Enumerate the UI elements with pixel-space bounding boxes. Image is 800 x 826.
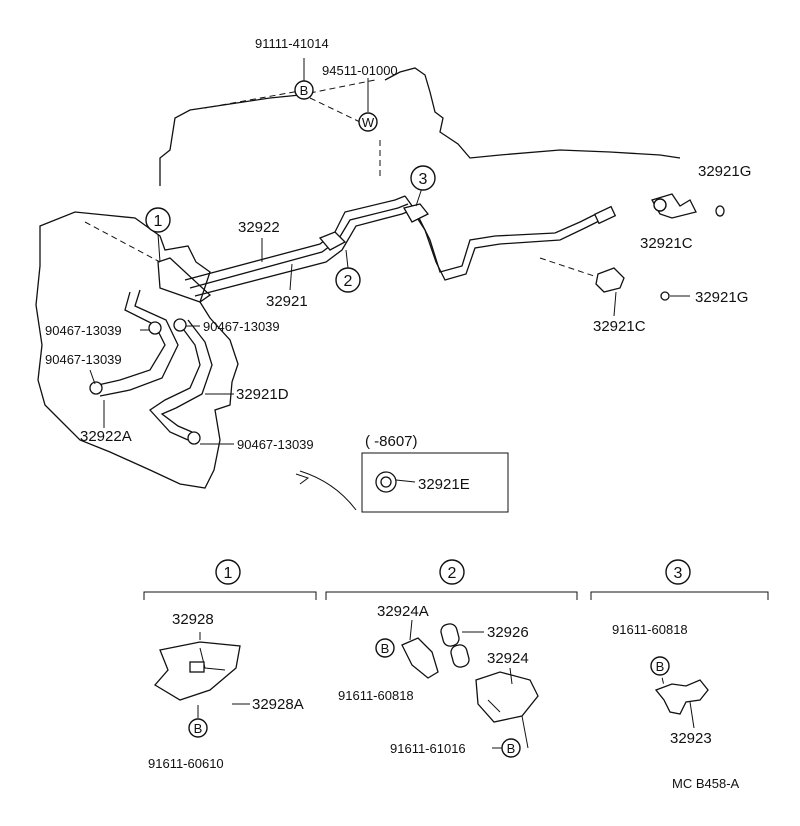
svg-text:2: 2	[344, 273, 353, 290]
callout-3: 3	[410, 165, 436, 191]
leader-lines	[84, 78, 607, 511]
callout-2: 2	[335, 267, 361, 293]
label-91111-41014: 91111-41014	[255, 36, 329, 51]
clamp-3	[403, 187, 430, 223]
svg-text:3: 3	[674, 565, 683, 582]
fitting-32921C-upper	[651, 193, 697, 219]
clamp-1	[157, 233, 161, 263]
svg-text:B: B	[300, 83, 309, 98]
hoses	[89, 257, 213, 445]
svg-text:1: 1	[224, 565, 233, 582]
label-32921E: 32921E	[418, 476, 470, 493]
label-91611-60610: 91611-60610	[148, 756, 224, 771]
washers	[660, 205, 725, 301]
label-32921D: 32921D	[236, 386, 289, 403]
svg-text:B: B	[656, 659, 665, 674]
callout-1: 1	[145, 207, 171, 233]
section-brackets	[143, 591, 769, 600]
svg-text:1: 1	[154, 213, 163, 230]
part-labels: 91111-41014 94511-01000 32922 32921 3292…	[45, 36, 751, 791]
section-callout-1: 1	[215, 559, 241, 585]
bracket-32924A	[401, 619, 439, 679]
svg-text:2: 2	[448, 565, 457, 582]
label-32923: 32923	[670, 730, 712, 747]
label-90467-13039-c: 90467-13039	[45, 352, 122, 367]
bracket-32928	[154, 632, 250, 718]
label-91611-61016: 91611-61016	[390, 741, 466, 756]
bolt-symbol-s2a: B	[375, 638, 395, 658]
clamp-32923	[654, 667, 709, 729]
svg-text:3: 3	[419, 171, 428, 188]
clamp-2	[318, 231, 349, 269]
label-90467-13039-d: 90467-13039	[237, 437, 314, 452]
svg-text:B: B	[507, 741, 516, 756]
section-callout-2: 2	[439, 559, 465, 585]
svg-text:W: W	[362, 115, 375, 130]
label-32921G-lower: 32921G	[695, 289, 748, 306]
svg-text:B: B	[194, 721, 203, 736]
cooler-pipes	[184, 195, 617, 297]
washer-symbol-w: W	[358, 112, 378, 132]
section-callout-3: 3	[665, 559, 691, 585]
bolt-symbol-s1: B	[188, 718, 208, 738]
diagram-code: MC B458-A	[672, 776, 740, 791]
transmission-outline	[35, 211, 239, 489]
label-32921: 32921	[266, 293, 308, 310]
inset-box-32921E	[361, 452, 509, 513]
label-32922: 32922	[238, 219, 280, 236]
label-8607: ( -8607)	[365, 433, 418, 450]
label-91611-60818-b: 91611-60818	[612, 622, 688, 637]
svg-text:B: B	[381, 641, 390, 656]
label-32921C-lower: 32921C	[593, 318, 646, 335]
label-32924A: 32924A	[377, 603, 429, 620]
label-94511-01000: 94511-01000	[322, 63, 398, 78]
bolt-symbol-s3: B	[650, 656, 670, 676]
label-90467-13039-b: 90467-13039	[203, 319, 280, 334]
label-32921C-upper: 32921C	[640, 235, 693, 252]
label-32928A: 32928A	[252, 696, 304, 713]
label-32924: 32924	[487, 650, 529, 667]
label-91611-60818-a: 91611-60818	[338, 688, 414, 703]
fitting-32921C-lower	[595, 267, 625, 293]
bolt-symbol-s2b: B	[492, 738, 521, 758]
label-90467-13039-a: 90467-13039	[45, 323, 122, 338]
bracket-32924	[475, 667, 539, 749]
bolt-symbol-top: B	[294, 58, 314, 100]
label-32922A: 32922A	[80, 428, 132, 445]
label-32926: 32926	[487, 624, 529, 641]
grommets-32926	[440, 623, 484, 668]
label-32928: 32928	[172, 611, 214, 628]
label-32921G-upper: 32921G	[698, 163, 751, 180]
